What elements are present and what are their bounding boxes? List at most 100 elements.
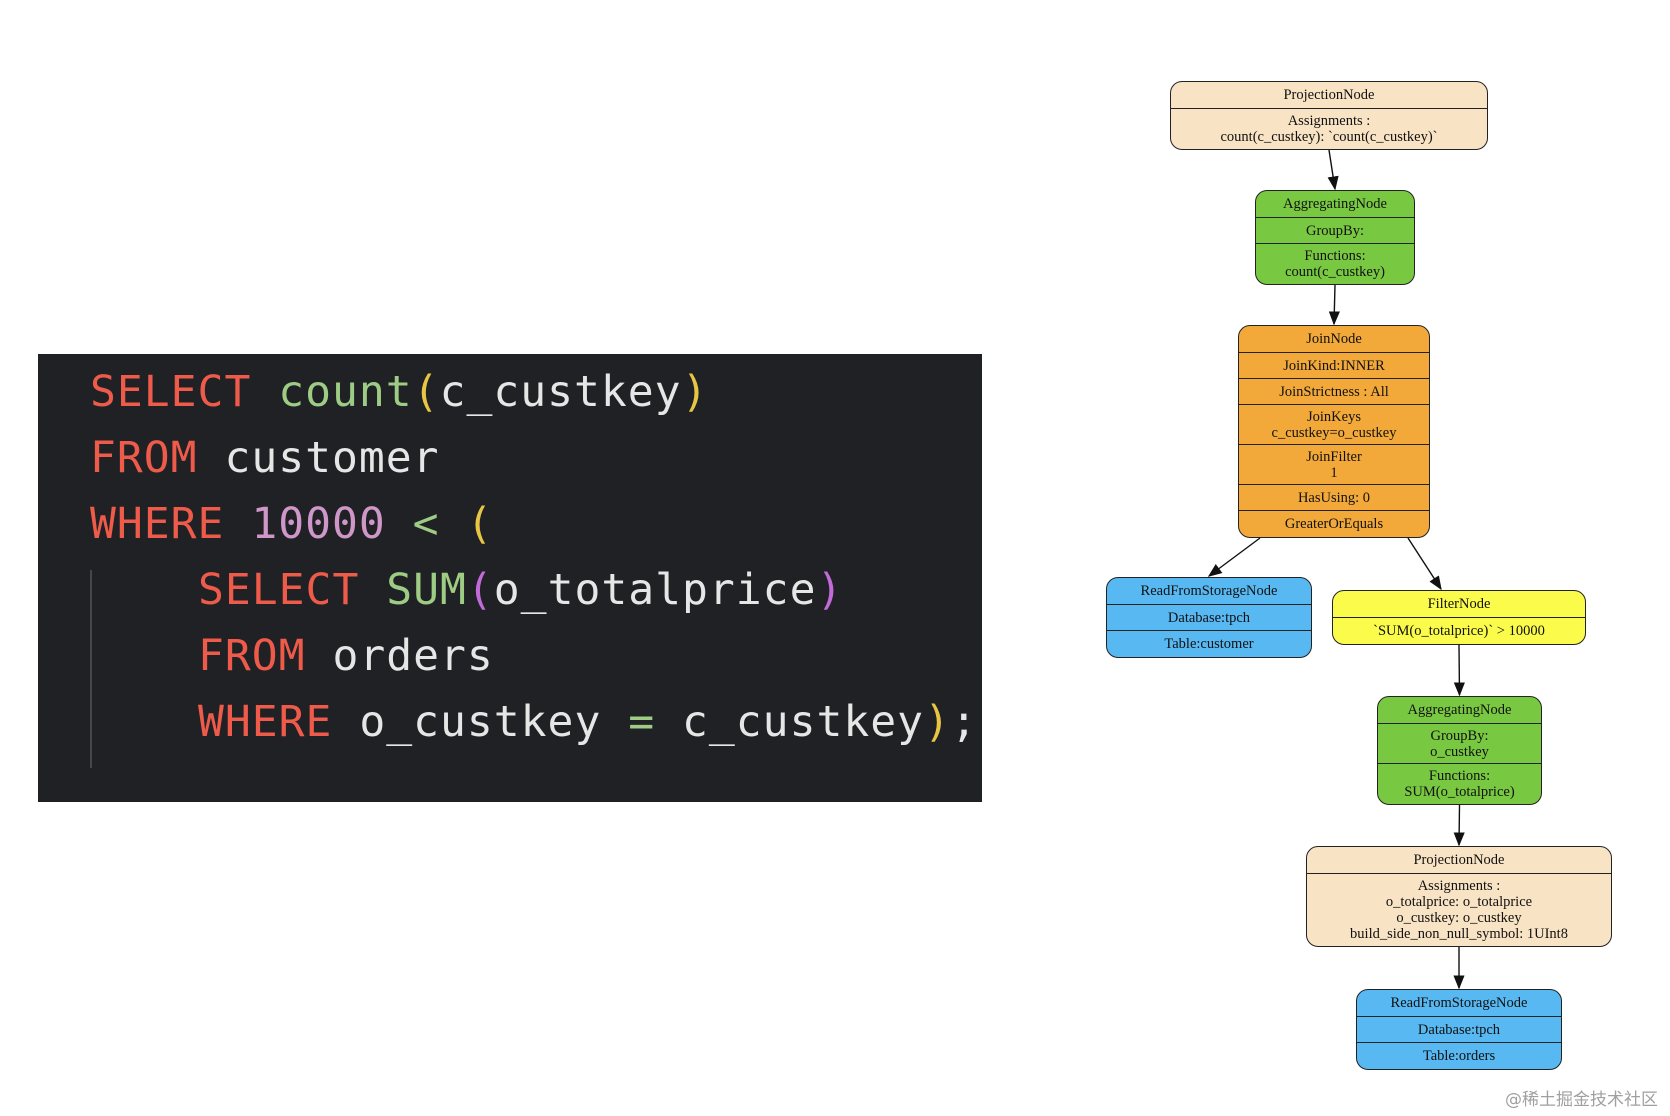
code-token: SELECT: [198, 565, 360, 615]
edge-aggregating_bottom-to-projection_bottom: [1453, 804, 1465, 847]
code-line-4: SELECT SUM(o_totalprice): [198, 562, 843, 618]
node-field-text: `SUM(o_totalprice)` > 10000: [1373, 622, 1545, 639]
node-field-text: Table:orders: [1422, 1047, 1496, 1064]
node-field-text: GreaterOrEquals: [1284, 515, 1384, 532]
node-field-text: Assignments :: [1287, 112, 1371, 129]
node-field: ProjectionNode: [1171, 82, 1487, 108]
node-field: HasUsing: 0: [1239, 484, 1429, 510]
node-field-text: o_totalprice: o_totalprice: [1385, 893, 1533, 910]
node-field: `SUM(o_totalprice)` > 10000: [1333, 617, 1585, 643]
code-line-3: WHERE 10000 < (: [90, 496, 493, 552]
node-field: JoinKind:INNER: [1239, 352, 1429, 378]
node-field: JoinNode: [1239, 326, 1429, 352]
node-field-text: Table:customer: [1164, 635, 1254, 652]
indent-guide: [90, 570, 92, 768]
node-field: Table:customer: [1107, 630, 1311, 656]
node-field-text: build_side_non_null_symbol: 1UInt8: [1350, 925, 1568, 942]
node-field-text: FilterNode: [1427, 596, 1491, 612]
code-token: count: [278, 367, 413, 417]
code-token: WHERE: [90, 499, 225, 549]
node-field-text: Database:tpch: [1417, 1021, 1501, 1038]
node-field: GreaterOrEquals: [1239, 510, 1429, 536]
code-token: ): [924, 697, 951, 747]
node-field-text: o_custkey: [1430, 743, 1489, 760]
node-field-text: ProjectionNode: [1413, 852, 1505, 868]
node-field: Functions:SUM(o_totalprice): [1378, 763, 1541, 803]
node-field: JoinStrictness : All: [1239, 378, 1429, 404]
node-field-text: JoinNode: [1306, 331, 1362, 347]
code-token: ): [681, 367, 709, 417]
code-token: (: [412, 367, 440, 417]
node-field-text: ReadFromStorageNode: [1140, 583, 1278, 599]
node-field: Assignments :count(c_custkey): `count(c_…: [1171, 108, 1487, 148]
code-token: c_custkey: [439, 367, 682, 417]
edge-projection_top-to-aggregating_top: [1327, 149, 1339, 191]
node-field: ReadFromStorageNode: [1357, 990, 1561, 1016]
code-token: =: [628, 697, 656, 747]
node-field-text: GroupBy:: [1306, 222, 1364, 239]
node-field: AggregatingNode: [1256, 191, 1414, 217]
edge-filter-to-aggregating_bottom: [1453, 644, 1465, 697]
node-field-text: count(c_custkey): `count(c_custkey)`: [1220, 128, 1438, 145]
node-field-text: count(c_custkey): [1285, 263, 1385, 280]
node-field-text: HasUsing: 0: [1297, 489, 1371, 506]
code-token: (: [466, 565, 494, 615]
code-token: SELECT: [90, 367, 252, 417]
edge-join-to-filter: [1407, 537, 1442, 591]
node-field: AggregatingNode: [1378, 697, 1541, 723]
code-token: orders: [305, 631, 494, 681]
node-field-text: o_custkey: o_custkey: [1396, 909, 1522, 926]
node-field: GroupBy:o_custkey: [1378, 723, 1541, 763]
watermark-text: @稀土掘金技术社区: [1505, 1090, 1658, 1110]
node-field-text: AggregatingNode: [1283, 196, 1387, 212]
code-token: <: [385, 499, 467, 549]
node-field-text: ProjectionNode: [1283, 87, 1375, 103]
node-field: ProjectionNode: [1307, 847, 1611, 873]
node-field-text: Assignments :: [1417, 877, 1501, 894]
node-field-text: Functions:: [1428, 767, 1491, 784]
node-field-text: c_custkey=o_custkey: [1271, 424, 1397, 441]
node-field-text: ReadFromStorageNode: [1390, 995, 1528, 1011]
code-token: SUM: [386, 565, 467, 615]
code-token: (: [466, 499, 494, 549]
code-token: o_totalprice: [493, 565, 817, 615]
node-field: ReadFromStorageNode: [1107, 578, 1311, 604]
node-field-text: Database:tpch: [1167, 609, 1251, 626]
node-field-text: JoinKind:INNER: [1283, 357, 1385, 374]
node-field: Table:orders: [1357, 1042, 1561, 1068]
code-line-2: FROM customer: [90, 430, 440, 486]
code-token: customer: [197, 433, 440, 483]
code-token: ): [816, 565, 844, 615]
code-line-6: WHERE o_custkey = c_custkey);: [198, 694, 978, 750]
node-field-text: AggregatingNode: [1407, 702, 1512, 718]
node-field-text: 1: [1330, 464, 1338, 481]
node-field-text: JoinStrictness : All: [1279, 383, 1389, 400]
node-field-text: GroupBy:: [1430, 727, 1489, 744]
code-token: o_custkey: [332, 697, 629, 747]
code-token: c_custkey: [655, 697, 925, 747]
edge-aggregating_top-to-join: [1328, 284, 1340, 326]
code-line-1: SELECT count(c_custkey): [90, 364, 708, 420]
code-line-5: FROM orders: [198, 628, 494, 684]
node-field-text: JoinKeys: [1307, 408, 1361, 425]
code-token: FROM: [198, 631, 306, 681]
node-field: Database:tpch: [1357, 1016, 1561, 1042]
node-field-text: Functions:: [1304, 247, 1366, 264]
code-token: FROM: [90, 433, 198, 483]
node-field: Database:tpch: [1107, 604, 1311, 630]
node-field-text: JoinFilter: [1306, 448, 1362, 465]
code-token: ;: [950, 697, 978, 747]
sql-code-panel: SELECT count(c_custkey) FROM customer WH…: [38, 354, 982, 802]
